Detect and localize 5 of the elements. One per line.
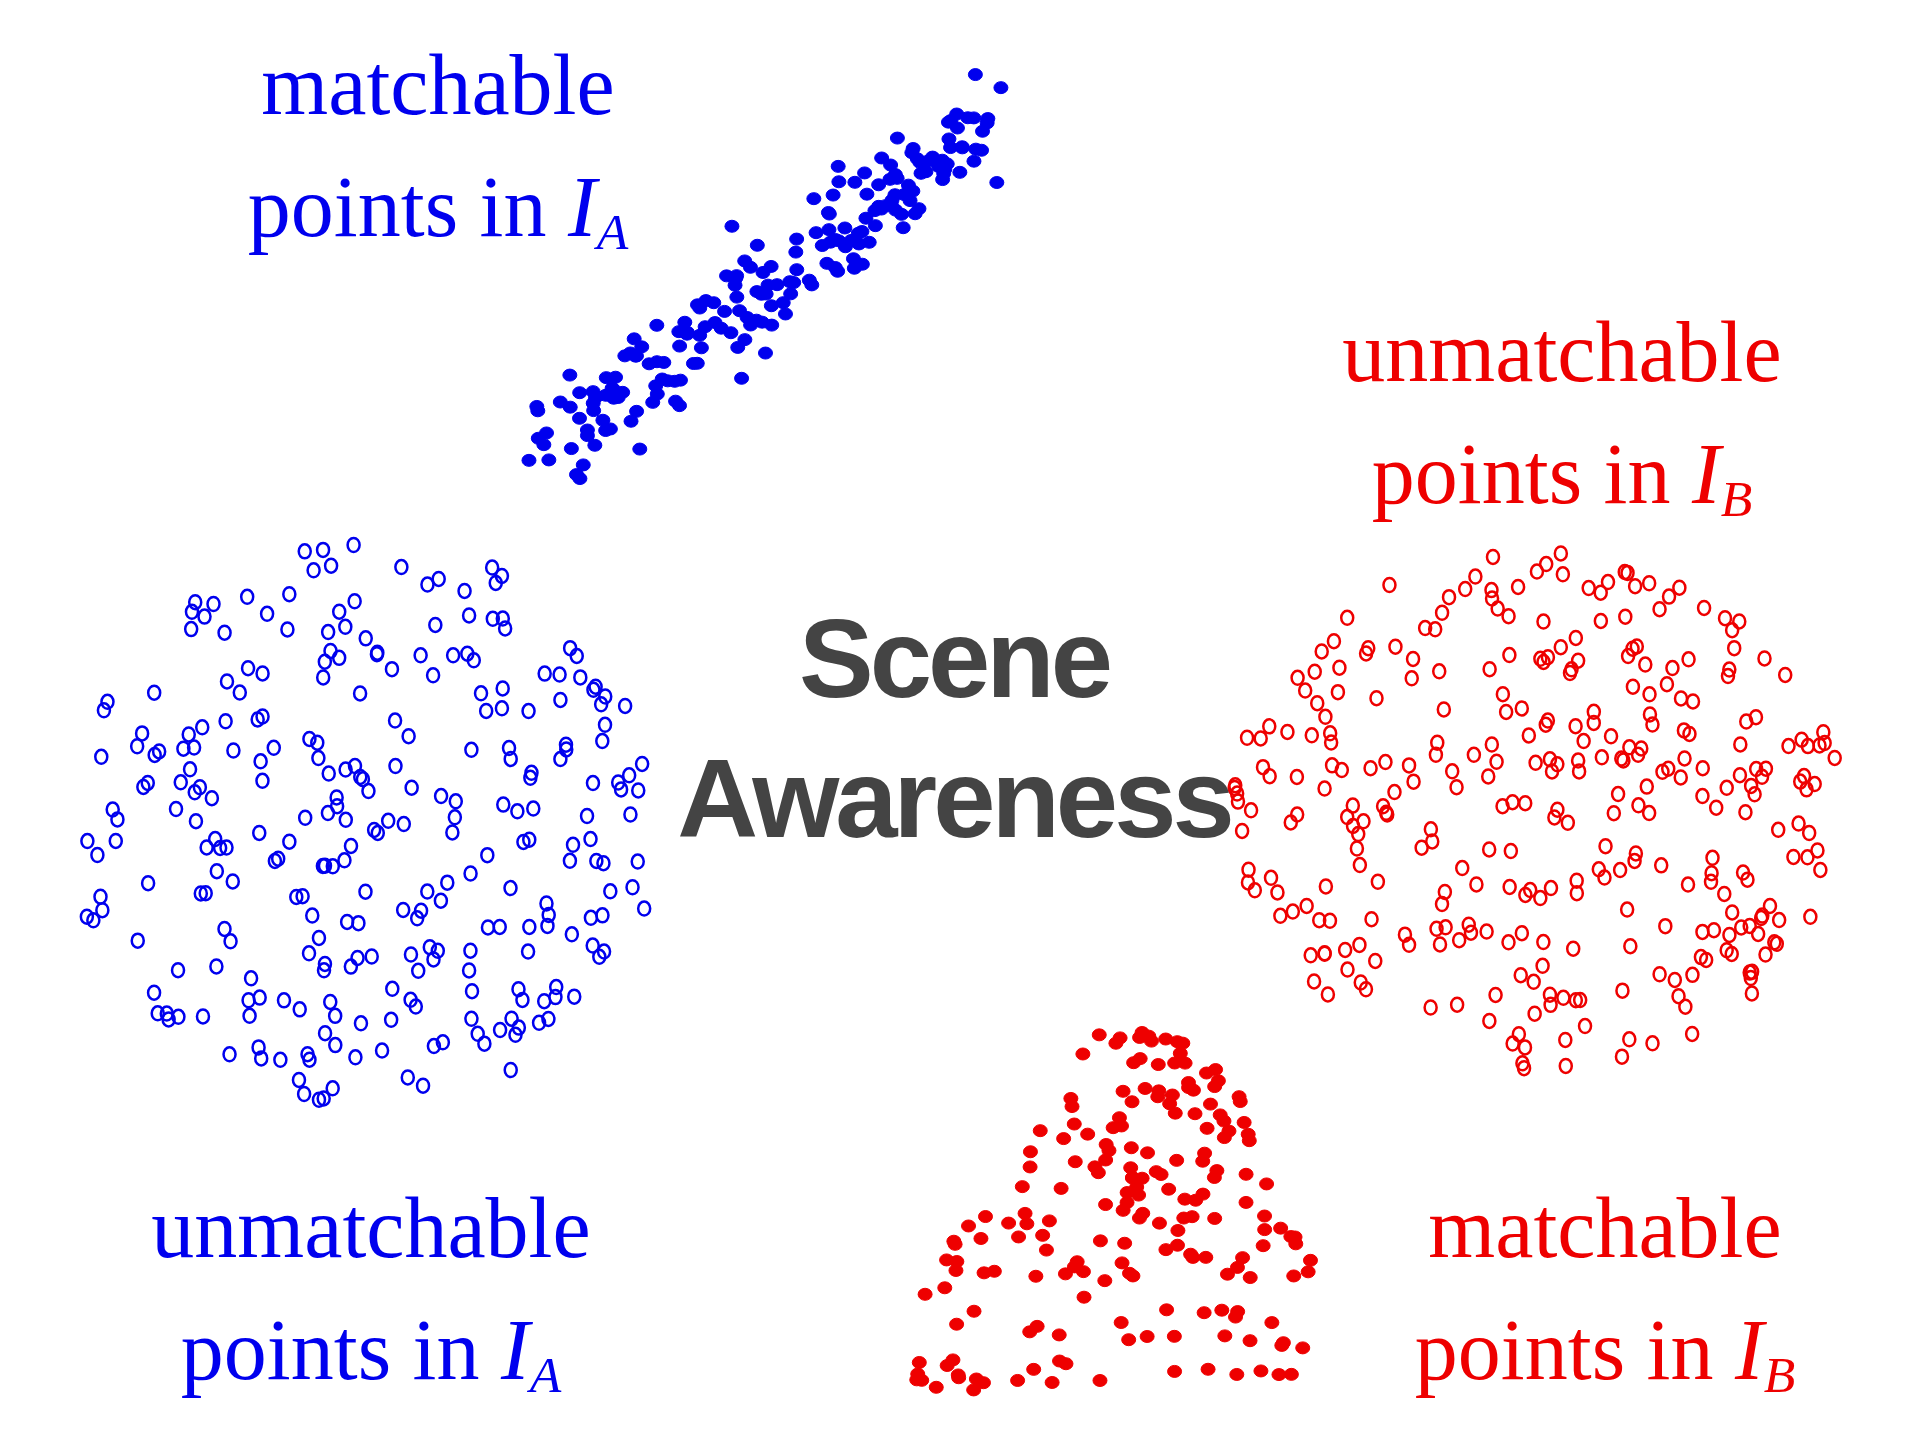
cluster-label: unmatchable points in I$_{B}$ <box>1341 303 1783 529</box>
cluster-label: matchable points in I$_{A}$ <box>246 36 630 262</box>
heading-text: Scene Awareness <box>676 595 1232 863</box>
cluster-label: matchable points in I$_{B}$ <box>1413 1179 1797 1405</box>
cluster-label: unmatchable points in I$_{A}$ <box>150 1179 592 1405</box>
